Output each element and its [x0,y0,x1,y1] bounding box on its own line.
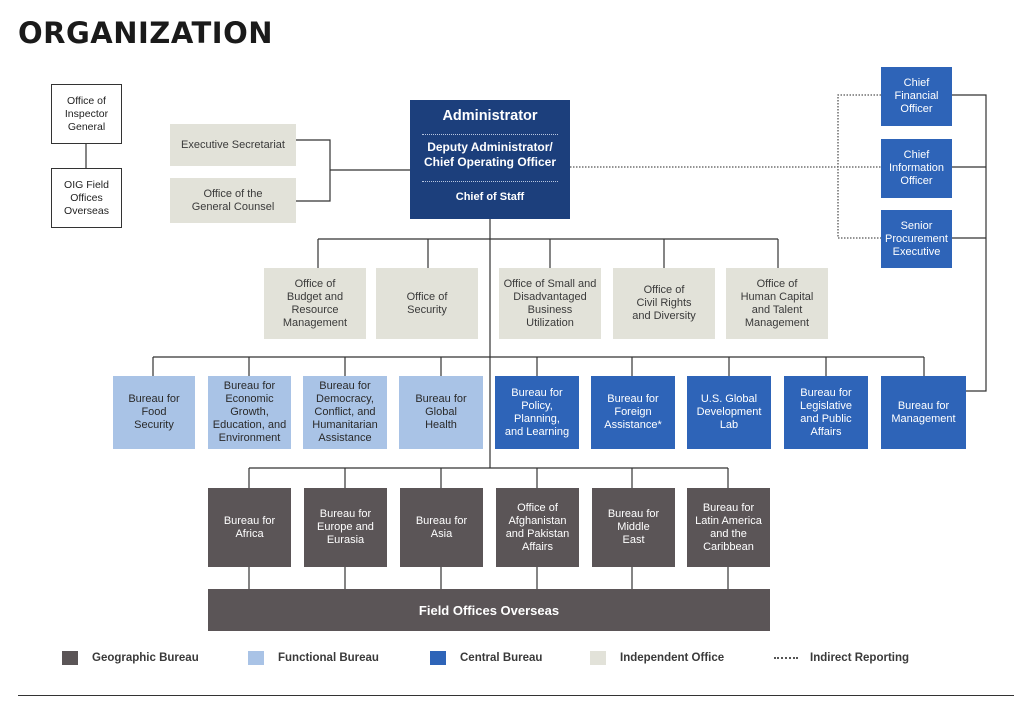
chief-financial-officer[interactable]: Chief Financial Officer [881,67,952,126]
legend-label: Independent Office [620,652,725,664]
line-exec-bracket [296,139,331,202]
admin-divider [422,181,558,182]
legend-indirect: Indirect Reporting [774,649,909,667]
admin-divider [422,134,558,135]
line-right-spine [952,94,987,392]
chief-of-staff-title: Chief of Staff [455,191,525,203]
bureau-management[interactable]: Bureau for Management [881,376,966,449]
bureau-latin-america-caribbean[interactable]: Bureau for Latin America and the Caribbe… [687,488,770,567]
bureau-foreign-assistance[interactable]: Bureau for Foreign Assistance* [591,376,675,449]
page-title: ORGANIZATION [18,16,274,50]
office-human-capital-talent[interactable]: Office of Human Capital and Talent Manag… [726,268,828,339]
line-indirect-left [837,94,881,239]
oig-field-offices[interactable]: OIG Field Offices Overseas [51,168,122,228]
legend-label: Functional Bureau [278,652,379,664]
senior-procurement-executive[interactable]: Senior Procurement Executive [881,210,952,268]
deputy-administrator-title: Deputy Administrator/ Chief Operating Of… [423,140,557,169]
office-budget-resource-management[interactable]: Office of Budget and Resource Management [264,268,366,339]
legend-label: Indirect Reporting [810,652,910,664]
bureau-democracy-conflict[interactable]: Bureau for Democracy, Conflict, and Huma… [303,376,387,449]
legend: Geographic Bureau Functional Bureau Cent… [62,649,962,669]
office-security[interactable]: Office of Security [376,268,478,339]
legend-swatch-functional [248,651,264,665]
legend-independent: Independent Office [590,649,724,667]
office-general-counsel[interactable]: Office of the General Counsel [170,178,296,223]
legend-label: Central Bureau [460,652,543,664]
bureau-europe-eurasia[interactable]: Bureau for Europe and Eurasia [304,488,387,567]
office-civil-rights-diversity[interactable]: Office of Civil Rights and Diversity [613,268,715,339]
bureau-economic-growth[interactable]: Bureau for Economic Growth, Education, a… [208,376,291,449]
bureau-asia[interactable]: Bureau for Asia [400,488,483,567]
us-global-development-lab[interactable]: U.S. Global Development Lab [687,376,771,449]
chief-information-officer[interactable]: Chief Information Officer [881,139,952,198]
legend-functional: Functional Bureau [248,649,379,667]
legend-dotted-line [774,657,798,659]
legend-swatch-geographic [62,651,78,665]
administrator-box[interactable]: Administrator Deputy Administrator/ Chie… [410,100,570,219]
office-inspector-general[interactable]: Office of Inspector General [51,84,122,144]
legend-geographic: Geographic Bureau [62,649,199,667]
bureau-policy-planning-learning[interactable]: Bureau for Policy, Planning, and Learnin… [495,376,579,449]
legend-label: Geographic Bureau [92,652,199,664]
bottom-rule [18,695,1014,696]
administrator-title: Administrator [442,108,538,124]
bureau-legislative-public-affairs[interactable]: Bureau for Legislative and Public Affair… [784,376,868,449]
legend-central: Central Bureau [430,649,542,667]
legend-swatch-independent [590,651,606,665]
field-offices-overseas[interactable]: Field Offices Overseas [208,589,770,631]
office-small-disadvantaged-business[interactable]: Office of Small and Disadvantaged Busine… [499,268,601,339]
bureau-middle-east[interactable]: Bureau for Middle East [592,488,675,567]
bureau-global-health[interactable]: Bureau for Global Health [399,376,483,449]
executive-secretariat[interactable]: Executive Secretariat [170,124,296,166]
office-afghanistan-pakistan[interactable]: Office of Afghanistan and Pakistan Affai… [496,488,579,567]
bureau-africa[interactable]: Bureau for Africa [208,488,291,567]
bureau-food-security[interactable]: Bureau for Food Security [113,376,195,449]
legend-swatch-central [430,651,446,665]
